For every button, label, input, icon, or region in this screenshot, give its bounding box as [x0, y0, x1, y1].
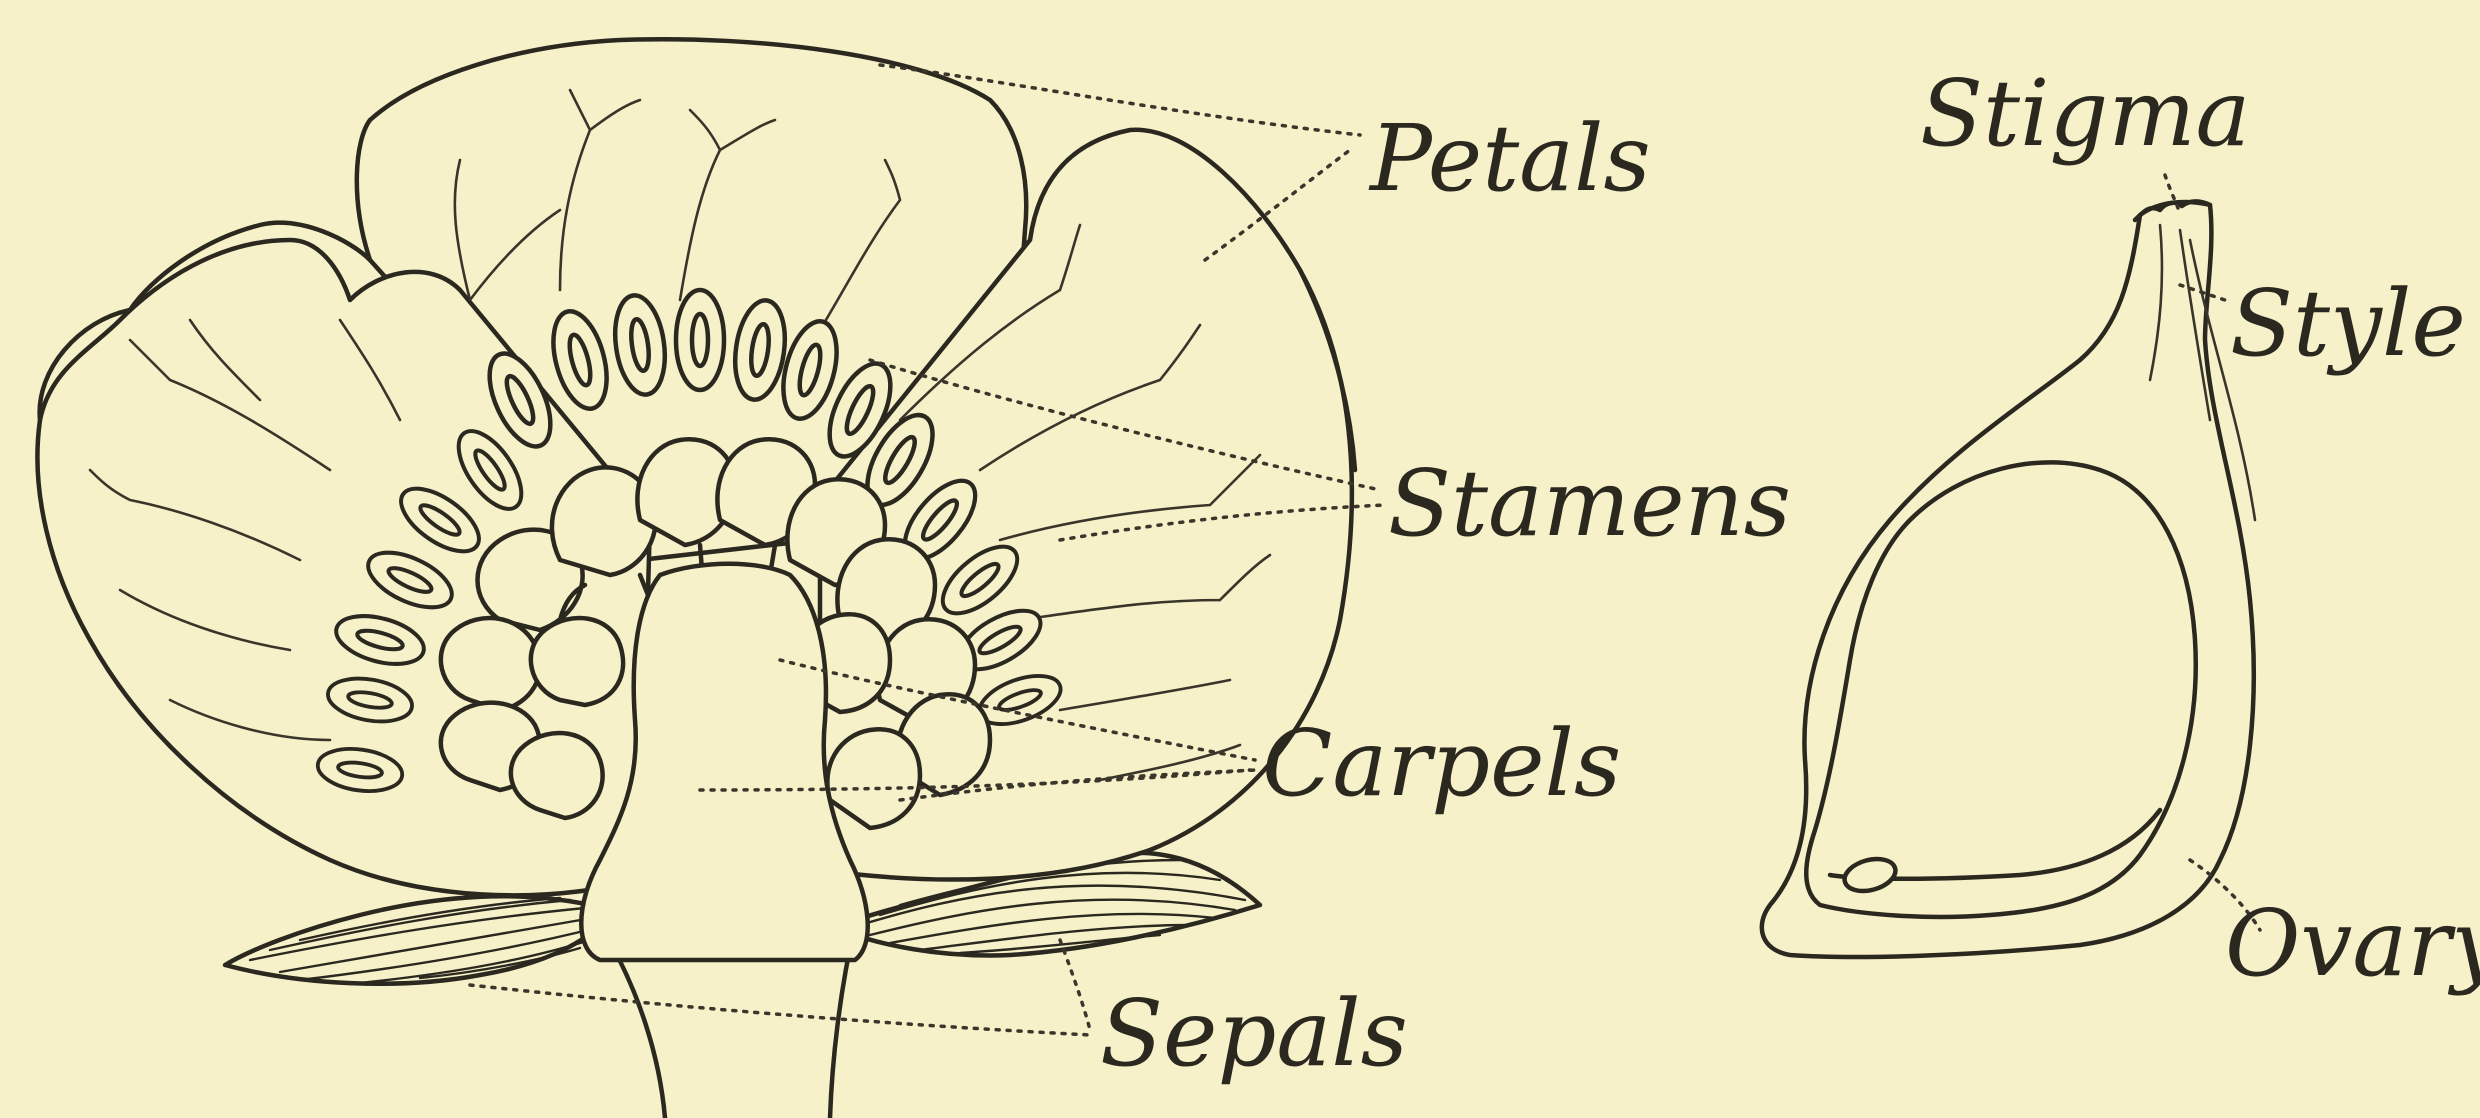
label-ovary: Ovary: [2225, 890, 2480, 997]
label-petals: Petals: [1368, 105, 1651, 212]
ovule: [1841, 854, 1899, 896]
flower: [37, 39, 1355, 1118]
label-style: Style: [2230, 270, 2466, 377]
label-stigma: Stigma: [1920, 60, 2250, 167]
carpel-wall: [1762, 202, 2254, 957]
ovary: [1806, 462, 2196, 917]
carpel-section: [1762, 201, 2255, 957]
label-carpels: Carpels: [1262, 710, 1621, 817]
label-stamens: Stamens: [1388, 450, 1791, 557]
label-sepals: Sepals: [1100, 980, 1408, 1087]
